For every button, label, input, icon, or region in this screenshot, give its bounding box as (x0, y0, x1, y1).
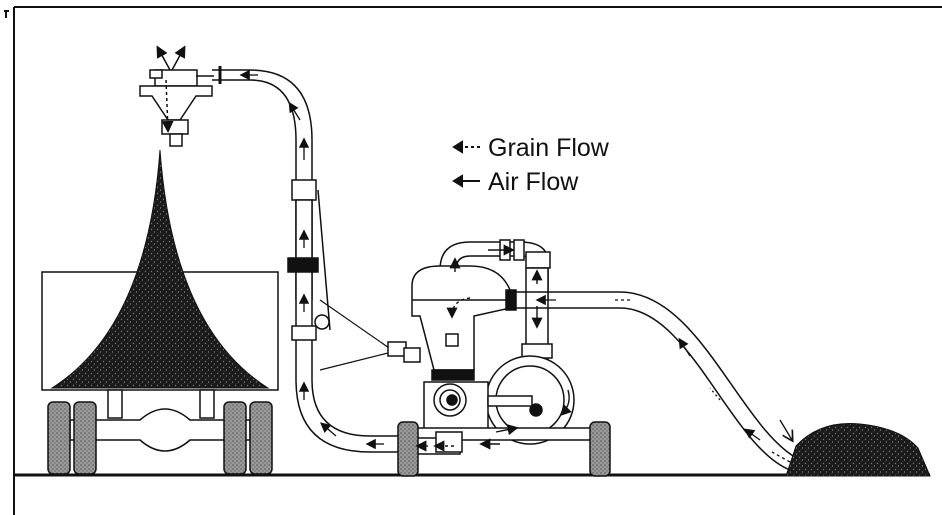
intake-flow-arrows (535, 294, 792, 463)
machine-tire-2 (589, 421, 611, 477)
solid-arrow-left-icon (452, 174, 480, 188)
dotted-arrow-left-icon (452, 140, 480, 154)
wagon-grain-pile (50, 149, 270, 389)
legend: Grain Flow Air Flow (452, 134, 610, 196)
air-flow-label: Air Flow (488, 168, 579, 196)
wagon-tire-2 (73, 401, 97, 475)
air-flow-legend: Air Flow (452, 168, 579, 196)
ground-grain-pile (785, 422, 931, 477)
discharge-hose (212, 66, 313, 300)
frame (4, 6, 942, 515)
discharge-flow-arrows (239, 69, 384, 450)
return-hose (295, 340, 405, 453)
intake-hose (505, 289, 801, 471)
discharge-cyclone (139, 69, 214, 147)
machine-flow-arrows (415, 244, 572, 452)
machine-tire-1 (397, 421, 419, 477)
grain-wagon (41, 149, 279, 475)
wagon-tires (47, 401, 273, 475)
machine-tires (397, 421, 611, 477)
cyclone (411, 265, 511, 371)
wagon-tire-4 (249, 401, 273, 475)
support-strut (319, 299, 421, 371)
discharge-tube (287, 179, 331, 341)
grain-flow-legend: Grain Flow (452, 134, 610, 162)
wagon-tire-1 (47, 401, 71, 475)
gauge (314, 314, 330, 330)
exhaust-arrows (156, 45, 186, 133)
grain-vac-machine (399, 239, 605, 457)
grain-flow-label: Grain Flow (488, 134, 610, 162)
wagon-tire-3 (223, 401, 247, 475)
wagon-chassis (69, 389, 251, 452)
